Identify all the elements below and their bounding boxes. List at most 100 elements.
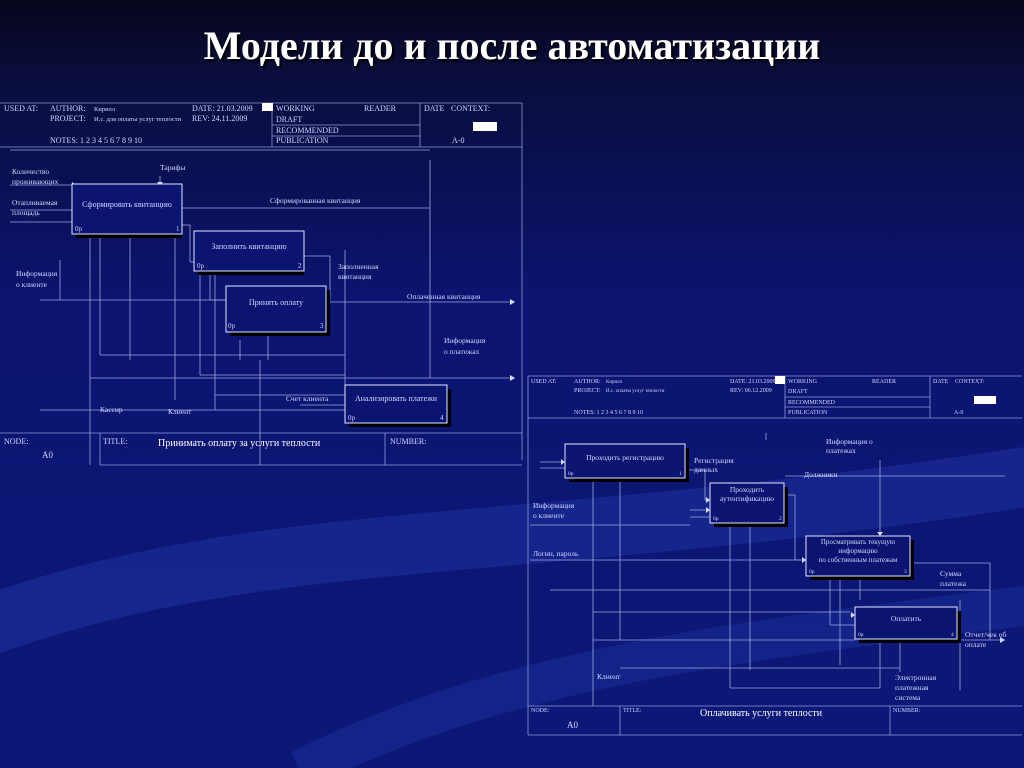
left-used-at: USED AT: [4,104,38,113]
left-label-formed: Сформированная квитанция [270,196,361,205]
right-project-val: И.с. оплаты услуг теплости [606,389,665,394]
right-box-1-id: 0р [568,471,574,477]
right-recommended: RECOMMENDED [788,400,836,406]
left-box-4-label: Анализировать платежи [355,394,438,403]
right-box-4-num: 4 [951,632,954,638]
right-label-client: Клиент [597,672,621,681]
right-date-box [775,376,785,384]
left-box-3-num: 3 [320,322,324,330]
right-diagram: USED AT: AUTHOR: Кирилл PROJECT: И.с. оп… [527,375,1022,736]
right-footer-number: NUMBER: [893,708,921,714]
left-diagram: USED AT: AUTHOR: Кирилл PROJECT: И.с. дл… [0,102,523,466]
left-recommended: RECOMMENDED [276,126,339,135]
left-date-box [262,103,273,111]
right-used-at: USED AT: [531,379,557,385]
left-footer-number: NUMBER: [390,437,426,446]
left-box-2: Заполнить квитанцию 0р 2 [193,230,305,275]
right-box-4-id: 0р [858,632,864,638]
left-draft: DRAFT [276,115,302,124]
right-notes: NOTES: 1 2 3 4 5 6 7 8 9 10 [574,410,643,416]
left-box-1-label: Сформировать квитанцию [82,200,172,209]
right-label-login: Логин, пароль [533,549,579,558]
left-project-val: И.с. для оплаты услуг теплости [94,116,182,123]
left-label-paid: Оплаченная квитанция [407,292,481,301]
left-reader: READER [364,104,397,113]
left-box-2-label: Заполнить квитанцию [211,242,286,251]
right-date: DATE: 21.03.2009 [730,379,776,385]
right-box-1-num: 1 [679,471,682,477]
left-footer-title: TITLE: [103,437,127,446]
right-box-4: Оплатить 0р 4 [854,606,961,643]
right-box-4-label: Оплатить [891,614,922,623]
left-working: WORKING [276,104,315,113]
left-box-1-id: 0р [75,225,83,233]
left-publication: PUBLICATION [276,136,329,145]
right-working: WORKING [788,379,818,385]
left-footer-title-val: Принимать оплату за услуги теплости [158,438,321,449]
right-box-3-id: 0р [809,569,815,575]
left-box-3: Принять оплату 0р 3 [225,285,330,336]
slide-title: Модели до и после автоматизации [203,23,821,68]
right-box-1-label: Проходить регистрацию [586,453,664,462]
left-box-4-num: 4 [440,414,444,422]
right-publication: PUBLICATION [788,410,828,416]
left-footer-node: NODE: [4,437,28,446]
left-box-3-id: 0р [228,322,236,330]
left-rev: REV: 24.11.2009 [192,114,247,123]
right-rev: REV: 06.12.2009 [730,388,772,394]
left-box-2-id: 0р [197,262,205,270]
left-box-4: Анализировать платежи 0р 4 [344,384,451,427]
right-project: PROJECT: [574,388,601,394]
right-footer-node-val: A0 [567,720,578,730]
left-project: PROJECT: [50,114,86,123]
right-context: CONTEXT: [955,379,985,385]
left-label-client: Клиент [168,407,192,416]
left-box-2-num: 2 [298,262,302,270]
left-footer-node-val: A0 [42,450,53,460]
right-draft: DRAFT [788,389,808,395]
right-footer-title: TITLE: [623,708,642,714]
left-label-tariffs: Тарифы [160,163,185,172]
right-box-2-id: 0р [713,516,719,522]
left-box-3-label: Принять оплату [249,298,303,307]
left-date: DATE: 21.03.2009 [192,104,253,113]
right-author: AUTHOR: [574,379,601,385]
left-author: AUTHOR: [50,104,86,113]
left-context: CONTEXT: [451,104,490,113]
right-footer-node: NODE: [531,708,550,714]
right-label-debtors: Должники [804,470,837,479]
left-box-1-num: 1 [176,225,180,233]
right-a0: A-0 [954,410,963,416]
left-notes: NOTES: 1 2 3 4 5 6 7 8 9 10 [50,136,142,145]
right-footer-title-val: Оплачивать услуги теплости [700,708,823,719]
right-context-box [974,396,996,404]
left-label-cashier: Кассир [100,405,123,414]
right-date2: DATE [933,379,949,385]
left-context-box [473,122,497,131]
left-author-val: Кирилл [94,106,116,113]
right-author-val: Кирилл [606,380,623,385]
right-reader: READER [872,379,896,385]
right-box-1: Проходить регистрацию 0р 1 [564,443,689,482]
right-box-3-num: 3 [904,569,907,575]
left-box-1: Сформировать квитанцию 0р 1 [71,183,183,238]
right-box-2-num: 2 [779,516,782,522]
left-a0: A-0 [452,136,464,145]
left-date2: DATE [424,104,445,113]
left-label-account: Счет клиента [286,394,329,403]
